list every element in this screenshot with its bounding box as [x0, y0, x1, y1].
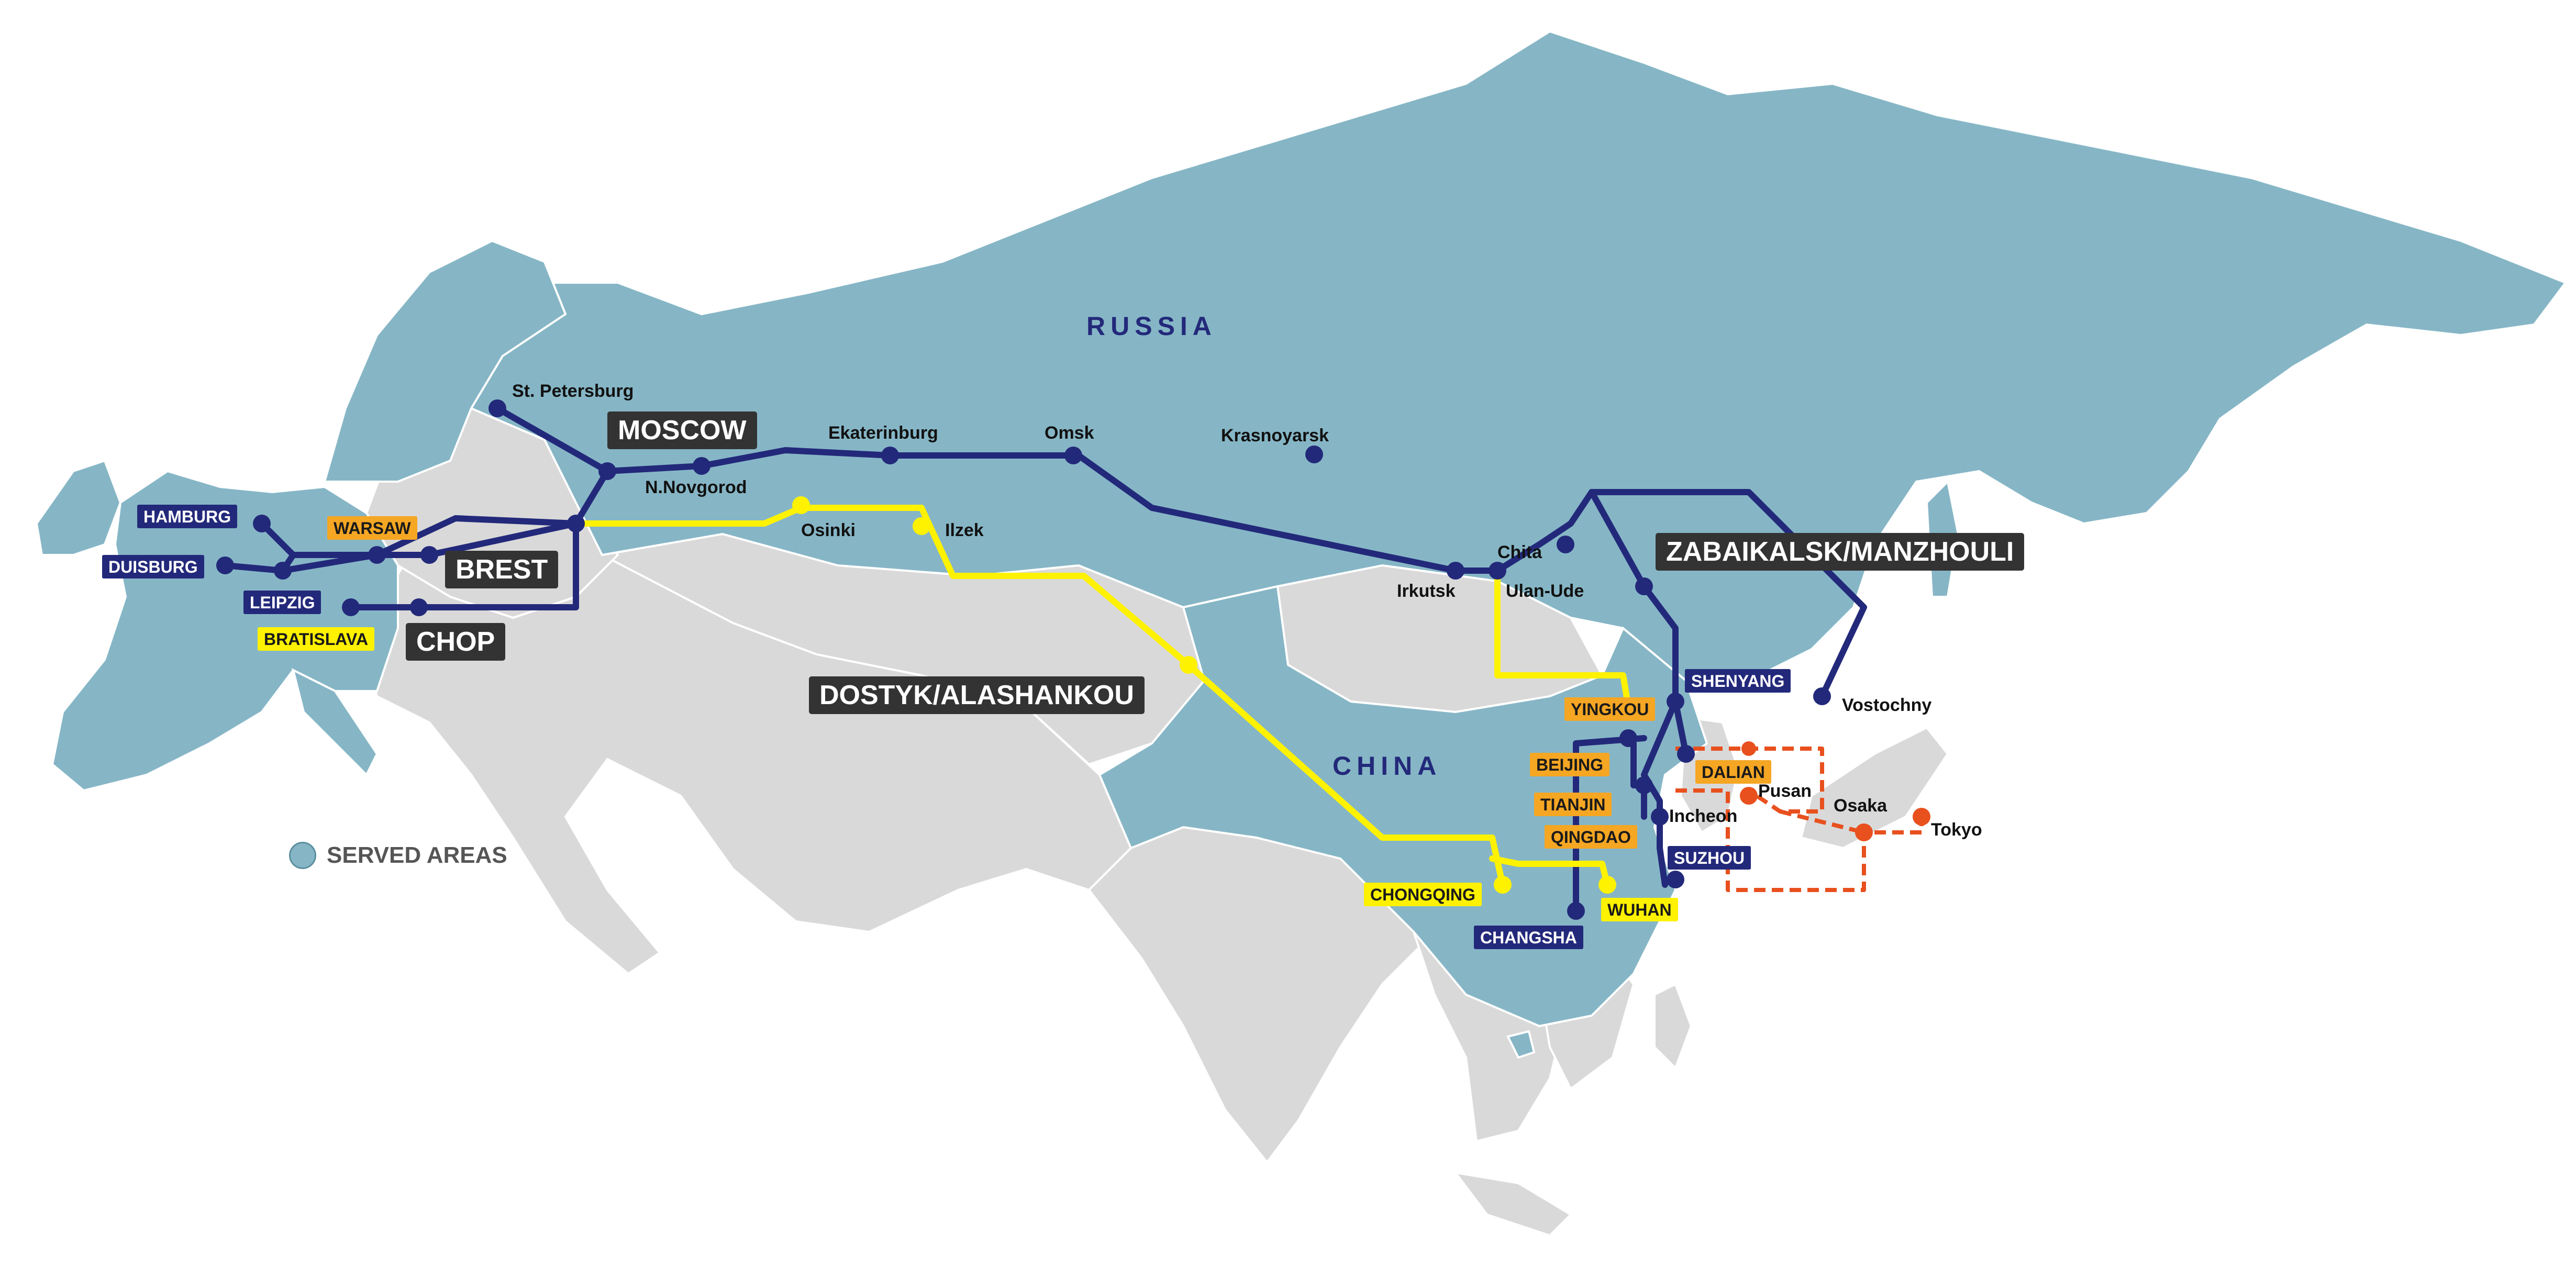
stop-wuhan	[1598, 876, 1616, 894]
route-wuhan	[1489, 855, 1611, 888]
terminal-label-duisburg: DUISBURG	[102, 555, 204, 578]
served-areas	[35, 30, 2568, 1059]
stop-warsaw	[420, 546, 438, 564]
stop-qingdao	[1651, 808, 1669, 826]
stop-ilzek	[913, 517, 930, 535]
legend-served-swatch	[289, 842, 316, 869]
hub-label-moscow: MOSCOW	[607, 411, 757, 449]
city-label-osinki: Osinki	[801, 520, 856, 540]
stop-pusan	[1740, 787, 1758, 805]
stop-chongqing	[1494, 876, 1512, 894]
terminal-label-beijing: BEIJING	[1530, 753, 1610, 776]
terminal-label-tianjin: TIANJIN	[1534, 793, 1612, 816]
city-label-ekaterinburg: Ekaterinburg	[828, 423, 938, 443]
stop-beijing	[1619, 729, 1637, 747]
city-label-st-petersburg: St. Petersburg	[512, 381, 634, 401]
stop-osinki	[792, 496, 810, 514]
hub-label-dostyk: DOSTYK/ALASHANKOU	[809, 676, 1145, 714]
served-scandinavia	[323, 239, 567, 483]
terminal-label-leipzig: LEIPZIG	[243, 591, 321, 614]
city-label-incheon: Incheon	[1669, 806, 1738, 826]
city-label-krasnoyarsk: Krasnoyarsk	[1221, 426, 1329, 446]
stop-dalian	[1677, 745, 1695, 763]
stop-tianjin	[1635, 776, 1653, 794]
city-label-tokyo: Tokyo	[1931, 820, 1982, 840]
city-label-irkutsk: Irkutsk	[1397, 581, 1456, 601]
stop-osaka	[1855, 823, 1873, 841]
terminal-label-qingdao: QINGDAO	[1545, 825, 1637, 849]
hub-label-zabaikalsk: ZABAIKALSK/MANZHOULI	[1656, 533, 2025, 571]
route-ulan-ude-yingkou	[1494, 567, 1631, 710]
stop-suzhou	[1667, 871, 1684, 888]
stop-dostyk	[1180, 656, 1197, 674]
yellow-routes	[573, 505, 1631, 888]
served-china	[1098, 585, 1708, 1028]
stop-shenyang	[1667, 693, 1684, 710]
stop-vostochny	[1813, 687, 1831, 705]
terminal-label-warsaw: WARSAW	[327, 516, 417, 540]
route-stops	[216, 399, 1930, 920]
served-britain	[35, 459, 122, 556]
stop-manzhouli	[1635, 577, 1653, 595]
stop-bratislava	[342, 598, 360, 616]
stop-chop	[410, 598, 428, 616]
stop-duisburg	[216, 556, 234, 574]
other-land	[360, 407, 1949, 1237]
city-label-vostochny: Vostochny	[1842, 695, 1932, 715]
stop-hamburg	[253, 515, 271, 532]
stop-n-novgorod	[693, 457, 710, 475]
stop-chita	[1557, 536, 1574, 553]
stop-moscow	[598, 462, 616, 480]
stop-irkutsk	[1447, 562, 1464, 580]
land-japan	[1800, 726, 1949, 850]
route-sea-south	[1675, 788, 1924, 892]
route-europe-south	[222, 515, 579, 610]
stop-krasnoyarsk	[1305, 446, 1323, 463]
terminal-label-wuhan: WUHAN	[1601, 898, 1678, 921]
terminal-label-suzhou: SUZHOU	[1668, 846, 1751, 870]
land-indonesia	[1453, 1171, 1573, 1237]
legend-served-label: SERVED AREAS	[327, 842, 507, 868]
city-label-n-novgorod: N.Novgorod	[645, 477, 747, 497]
stop-st-petersburg	[488, 399, 506, 417]
stop-leipzig	[274, 562, 292, 580]
served-taiwan	[1506, 1030, 1536, 1059]
stop-warsaw-west	[368, 546, 386, 564]
stop-ulan-ude	[1489, 562, 1506, 580]
city-label-ilzek: Ilzek	[945, 520, 984, 540]
stop-pusan-north	[1741, 741, 1756, 756]
region-label-china: CHINA	[1333, 751, 1442, 781]
legend: SERVED AREAS	[289, 842, 507, 869]
terminal-label-changsha: CHANGSHA	[1474, 926, 1583, 949]
served-italy	[292, 668, 379, 777]
city-label-pusan: Pusan	[1758, 781, 1812, 801]
terminal-label-hamburg: HAMBURG	[137, 505, 238, 528]
city-label-chita: Chita	[1497, 542, 1542, 562]
region-label-russia: RUSSIA	[1086, 311, 1217, 341]
land-philippines	[1653, 983, 1693, 1070]
terminal-label-yingkou: YINGKOU	[1564, 697, 1656, 721]
route-korea-japan	[1675, 747, 1824, 814]
stop-omsk	[1064, 447, 1082, 464]
orange-routes	[1675, 747, 1924, 892]
route-kazakhstan	[573, 505, 1506, 888]
stop-ekaterinburg	[881, 447, 899, 464]
hub-label-brest: BREST	[445, 551, 559, 588]
city-label-ulan-ude: Ulan-Ude	[1506, 581, 1584, 601]
city-label-osaka: Osaka	[1834, 796, 1887, 816]
terminal-label-dalian: DALIAN	[1695, 760, 1771, 784]
stop-tokyo	[1913, 808, 1930, 826]
route-st-petersburg	[494, 405, 610, 474]
terminal-label-chongqing: CHONGQING	[1364, 883, 1482, 906]
city-label-omsk: Omsk	[1045, 423, 1094, 443]
route-japan	[1780, 809, 1864, 834]
terminal-label-bratislava: BRATISLAVA	[258, 627, 375, 651]
stop-changsha	[1567, 902, 1585, 920]
stop-brest	[567, 515, 585, 532]
terminal-label-shenyang: SHENYANG	[1685, 669, 1791, 693]
hub-label-chop: CHOP	[406, 623, 506, 661]
